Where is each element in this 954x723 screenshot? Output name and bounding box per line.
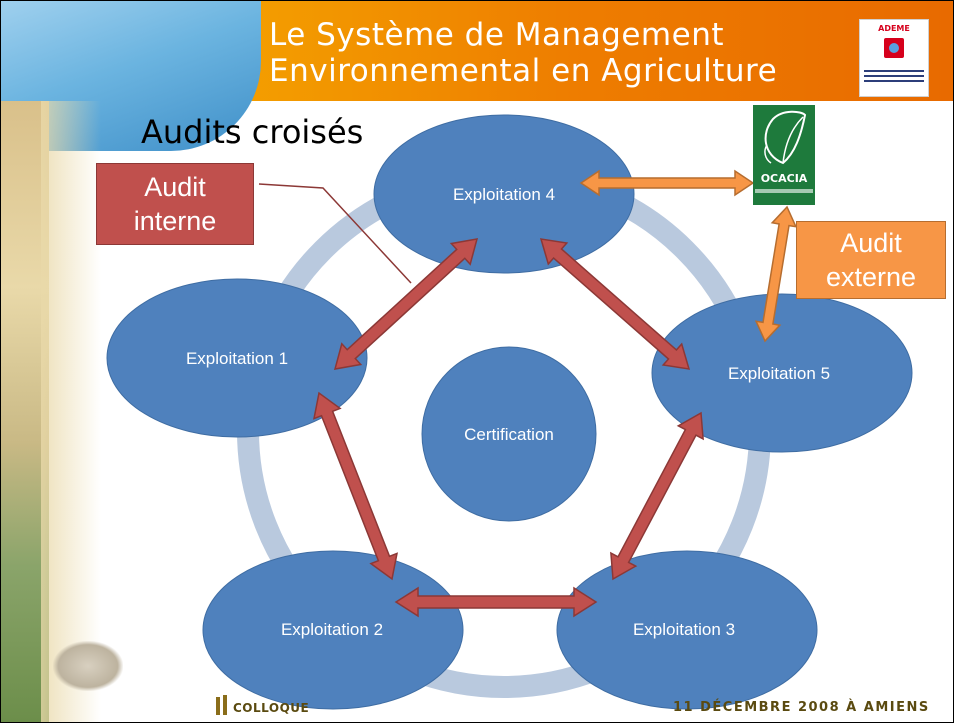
ocacia-name: OCACIA [760, 172, 808, 185]
node-exploitation-4 [373, 114, 635, 274]
cow-image [53, 641, 123, 691]
node-label-exploitation-3: Exploitation 3 [633, 620, 735, 639]
node-label-certification: Certification [464, 425, 554, 444]
arrow-exploitation-1-to-2 [313, 391, 398, 581]
internal-audit-arrows [313, 238, 704, 618]
ademe-logo-caption [864, 70, 924, 85]
node-exploitation-5 [651, 293, 913, 453]
node-exploitation-2 [202, 550, 464, 710]
node-label-exploitation-2: Exploitation 2 [281, 620, 383, 639]
external-audit-callout: Audit externe [796, 221, 946, 299]
arrow-exploitation-4-to-5 [539, 238, 691, 370]
ademe-logo: ADEME [859, 19, 929, 97]
node-exploitation-3 [556, 550, 818, 710]
arrow-exploitation-3-to-5 [610, 411, 704, 581]
internal-audit-callout: Audit interne [96, 163, 254, 245]
external-audit-label-line2: externe [825, 262, 917, 292]
node-exploitation-1 [106, 278, 368, 438]
callout-connector-line [258, 183, 412, 284]
footer-date: 11 DÉCEMBRE 2008 À AMIENS [673, 700, 930, 715]
arrow-exploitation-2-to-3 [394, 586, 598, 618]
header-title-line1: Le Système de Management [269, 17, 724, 53]
ademe-logo-name: ADEME [878, 24, 910, 33]
arrow-ocacia-to-exploitation-5 [754, 205, 798, 343]
internal-audit-label-line2: interne [133, 206, 217, 236]
node-label-exploitation-5: Exploitation 5 [728, 364, 830, 383]
ocacia-logo: OCACIA [753, 105, 815, 205]
node-label-exploitation-1: Exploitation 1 [186, 349, 288, 368]
header-title-line2: Environnemental en Agriculture [269, 53, 778, 89]
leaf-icon [764, 110, 807, 165]
external-audit-label-line1: Audit [840, 228, 902, 258]
colloque-logo-icon [216, 695, 227, 715]
node-label-exploitation-4: Exploitation 4 [453, 185, 555, 204]
left-decoration-fade [41, 101, 101, 722]
slide-subtitle: Audits croisés [141, 113, 364, 151]
ocacia-caption [755, 189, 813, 193]
arrow-exploitation-4-to-1 [333, 238, 479, 370]
internal-audit-label-line1: Audit [144, 172, 206, 202]
footer-colloque: COLLOQUE [233, 701, 310, 715]
node-certification [421, 346, 597, 522]
ademe-logo-icon [884, 38, 904, 58]
